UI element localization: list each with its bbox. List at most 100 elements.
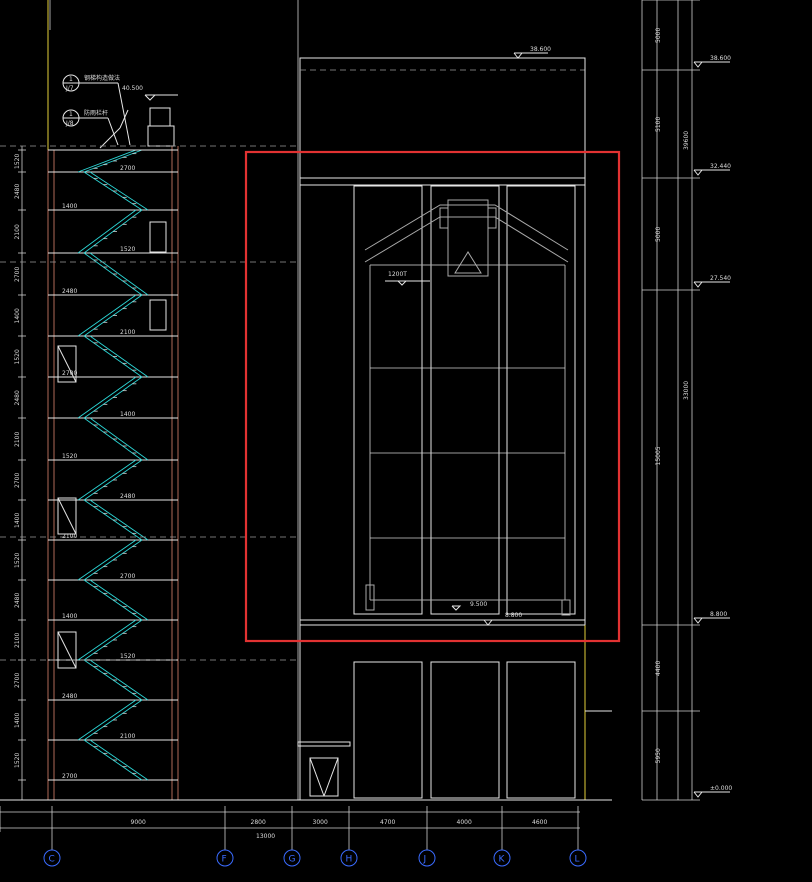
stair-door — [57, 345, 77, 383]
stair-flight-rail — [77, 539, 137, 581]
stair-flight-rail — [89, 252, 149, 296]
highlight-box — [244, 150, 621, 643]
steel-silo-vent-right — [487, 207, 497, 229]
stair-floor-slabs — [48, 149, 178, 781]
steel-silo-top-hopper — [447, 199, 489, 277]
detail-tag-2: 1 J/8 防雨栏杆 — [62, 109, 119, 146]
stair-dimension-label: 2100 — [120, 733, 135, 740]
steel-silo-leg-right — [561, 599, 571, 616]
lower-bin-left — [353, 661, 423, 799]
level-text: 38.600 — [710, 55, 731, 62]
axis-bubble — [283, 849, 301, 867]
steel-silo-vent-left — [439, 207, 449, 229]
bottom-dim-text: 4700 — [380, 819, 395, 826]
steel-silo: 1200T 9.500 — [350, 199, 578, 621]
stair-dimension-label: 2480 — [62, 693, 77, 700]
stair-dimension-label: 1520 — [120, 653, 135, 660]
axis-label: C — [49, 855, 55, 865]
stair-flight-rail — [89, 171, 149, 211]
bottom-dim-text: 4600 — [532, 819, 547, 826]
stair-top-level: 40.500 — [122, 85, 143, 92]
stair-dimension-label: 1520 — [62, 453, 77, 460]
right-overall-dim-text: 33000 — [683, 381, 690, 400]
lower-bin-center — [430, 661, 500, 799]
stair-left-dim-text: 2100 — [14, 224, 21, 239]
detail-tag-2-pointer — [107, 117, 119, 146]
stair-dimension-label: 2100 — [62, 533, 77, 540]
stair-dimension-label: 1400 — [62, 203, 77, 210]
stair-dimension-label: 2480 — [62, 288, 77, 295]
level-marker — [693, 61, 704, 68]
right-dim-text: 4400 — [655, 661, 662, 676]
bottom-dim-text: 2800 — [251, 819, 266, 826]
stair-flight-rail — [89, 335, 149, 378]
stair-dimension-label: 2100 — [120, 329, 135, 336]
stair-left-dim-text: 2700 — [14, 473, 21, 488]
right-dim-text: 5950 — [655, 748, 662, 763]
stair-dimension-label: 2700 — [120, 165, 135, 172]
silo-floor-level: 9.500 — [470, 601, 487, 608]
stair-left-dim-text: 2480 — [14, 184, 21, 199]
floor-mark-text: 8.800 — [505, 612, 522, 619]
stair-left-dim-text: 1520 — [14, 154, 21, 169]
axis-label: G — [289, 855, 296, 865]
steel-silo-cone-inner — [364, 216, 569, 263]
stair-dimension-label: 2700 — [120, 573, 135, 580]
stair-left-dim-text: 1520 — [14, 753, 21, 768]
axis-bubble — [493, 849, 511, 867]
ground-door-swing-2 — [323, 757, 339, 797]
ground-door-swing-1 — [309, 757, 325, 797]
stair-left-dim-text: 1520 — [14, 553, 21, 568]
detail-tag-2-bottom: J/8 — [65, 120, 74, 127]
stair-top-level-marker — [144, 94, 157, 101]
stair-door — [57, 497, 77, 535]
stair-window — [149, 221, 167, 253]
silo-bin-center — [430, 185, 500, 615]
stair-left-dim-text: 2480 — [14, 390, 21, 405]
axis-label: J — [423, 855, 427, 865]
stair-flight-rail — [89, 499, 149, 541]
stair-door — [57, 631, 77, 669]
right-overall-dim-text: 39600 — [683, 131, 690, 150]
stair-flight-rail — [77, 699, 137, 741]
right-dim-text: 5100 — [655, 117, 662, 132]
detail-tag-1-bottom: J/7 — [65, 85, 74, 92]
stair-flight-rail — [77, 619, 137, 661]
silo-label: 1200T — [388, 271, 407, 278]
silo-bin-right — [506, 185, 576, 615]
axis-bubble — [216, 849, 234, 867]
stair-flight-rail — [77, 459, 137, 501]
axis-bubble — [340, 849, 358, 867]
stair-left-dim-text: 1400 — [14, 713, 21, 728]
stair-roof-ladder — [99, 127, 121, 149]
axis-bubble — [569, 849, 587, 867]
stair-door-swing — [57, 497, 77, 535]
axis-bubble — [418, 849, 436, 867]
lower-bin-right — [506, 661, 576, 799]
stair-dimension-label: 2480 — [120, 493, 135, 500]
silo-penthouse — [299, 57, 586, 179]
silo-bin-left — [353, 185, 423, 615]
stair-flight-rail — [89, 417, 149, 461]
steel-silo-leg-left — [365, 584, 375, 611]
stair-dimension-label: 2700 — [62, 773, 77, 780]
bottom-dim-text: 9000 — [131, 819, 146, 826]
level-text: 27.540 — [710, 275, 731, 282]
stair-dimension-label: 2700 — [62, 370, 77, 377]
axis-label: L — [575, 855, 580, 865]
axis-label: H — [346, 855, 353, 865]
stair-flight-rail — [89, 739, 149, 781]
roof-level-text: 38.600 — [530, 46, 551, 53]
level-marker — [693, 169, 704, 176]
level-text: 32.440 — [710, 163, 731, 170]
stair-flight-rail — [89, 579, 149, 621]
stair-dimension-label: 1520 — [120, 246, 135, 253]
right-dim-text: 5000 — [655, 227, 662, 242]
stair-dimension-label: 1400 — [62, 613, 77, 620]
overall-bottom-dim: 13000 — [256, 833, 275, 840]
stair-left-dim-text: 2700 — [14, 267, 21, 282]
stair-roof-ladder-upper — [119, 109, 129, 129]
